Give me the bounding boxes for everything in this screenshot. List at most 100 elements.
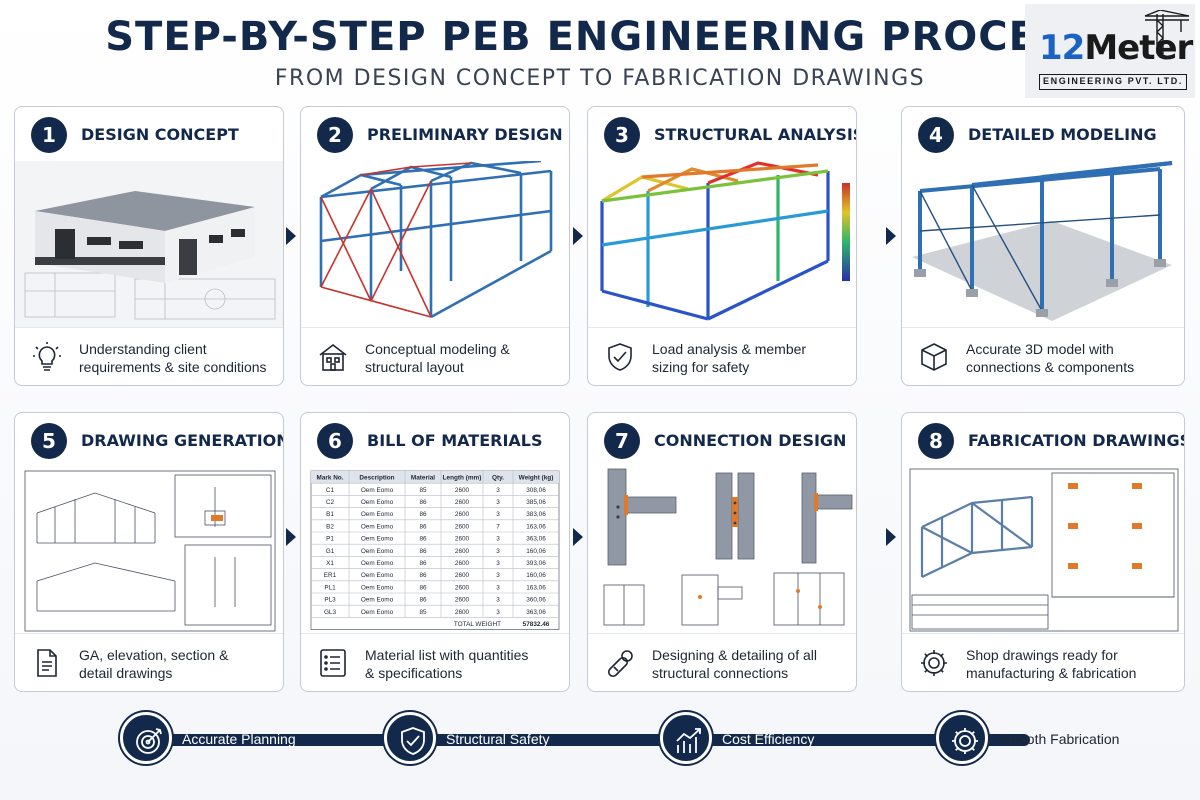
shield-check-icon: [608, 343, 632, 371]
step-description: Material list with quantities& specifica…: [365, 647, 529, 681]
benefits-bar: Accurate Planning Structural Safety Cost…: [120, 700, 1130, 780]
step-title: DESIGN CONCEPT: [81, 125, 239, 144]
document-icon: [37, 649, 57, 677]
fabrication-drawings-illustration: [902, 467, 1184, 633]
bom-cell: 393,06: [526, 560, 546, 567]
flow-arrow: [886, 227, 896, 245]
bom-cell: 160,06: [526, 548, 546, 555]
bom-cell: 2600: [455, 487, 470, 494]
bom-cell: 85: [419, 487, 427, 494]
bom-cell: 86: [419, 536, 427, 543]
step-number-badge: 5: [31, 423, 67, 459]
bom-cell: Oem Eomo: [361, 523, 394, 530]
logo-number: 12: [1039, 28, 1085, 68]
bom-cell: Oem Eomo: [361, 597, 394, 604]
bom-cell: 2600: [455, 548, 470, 555]
logo-wordmark: 12Meter: [1039, 28, 1193, 68]
bom-cell: 3: [496, 572, 500, 579]
bom-cell: 163,06: [526, 584, 546, 591]
flow-arrow: [573, 227, 583, 245]
bom-cell: 86: [419, 511, 427, 518]
step-title: FABRICATION DRAWINGS: [968, 431, 1185, 450]
target-icon: [136, 728, 162, 754]
building-icon: [319, 343, 347, 371]
step-number-badge: 1: [31, 117, 67, 153]
step-number-badge: 4: [918, 117, 954, 153]
step-title: BILL OF MATERIALS: [367, 431, 543, 450]
bom-cell: 363,06: [526, 536, 546, 543]
bom-cell: Oem Eomo: [361, 584, 394, 591]
step-title: CONNECTION DESIGN: [654, 431, 847, 450]
bom-cell: GL3: [324, 609, 337, 616]
bom-cell: 2600: [455, 499, 470, 506]
bom-cell: 3: [496, 536, 500, 543]
chart-up-icon: [676, 728, 701, 753]
bom-cell: 2600: [455, 536, 470, 543]
bom-cell: 360,06: [526, 597, 546, 604]
benefit-label: Structural Safety: [446, 731, 550, 747]
bom-cell: Oem Eomo: [361, 609, 394, 616]
gear-icon: [921, 650, 947, 676]
bom-cell: 86: [419, 560, 427, 567]
gear-icon: [952, 728, 978, 754]
bom-cell: 2600: [455, 584, 470, 591]
shield-check-icon: [401, 727, 425, 755]
bom-cell: X1: [326, 560, 334, 567]
step-title: PRELIMINARY DESIGN: [367, 125, 563, 144]
drawing-sheets-illustration: [15, 467, 283, 633]
bom-cell: 308,06: [526, 487, 546, 494]
benefit-label: Cost Efficiency: [722, 731, 815, 747]
bolt-icon: [607, 650, 633, 678]
bom-cell: 2600: [455, 572, 470, 579]
step-number-badge: 3: [604, 117, 640, 153]
logo-tagline: ENGINEERING PVT. LTD.: [1039, 74, 1187, 90]
bom-cell: PL1: [324, 584, 336, 591]
bom-cell: Oem Eomo: [361, 548, 394, 555]
bom-cell: 385,06: [526, 499, 546, 506]
bom-cell: 2600: [455, 609, 470, 616]
bom-header-cell: Length (mm): [443, 475, 482, 482]
bom-cell: ER1: [324, 572, 337, 579]
benefits-bar-line: [150, 734, 1030, 746]
bom-cell: 383,06: [526, 511, 546, 518]
bom-cell: 2600: [455, 597, 470, 604]
bom-cell: 7: [496, 523, 500, 530]
step-number-badge: 6: [317, 423, 353, 459]
flow-arrow: [286, 227, 296, 245]
bom-total-label: TOTAL WEIGHT: [454, 621, 501, 628]
bom-cell: 2600: [455, 511, 470, 518]
step-number-badge: 8: [918, 423, 954, 459]
bom-header-cell: Material: [411, 475, 435, 482]
page-title: STEP-BY-STEP PEB ENGINEERING PROCESS: [105, 14, 1095, 60]
bom-header-cell: Weight (kg): [519, 475, 554, 482]
flow-arrow: [573, 528, 583, 546]
flow-arrow: [886, 528, 896, 546]
crane-icon: [1144, 10, 1190, 54]
bom-cell: G1: [326, 548, 335, 555]
bom-cell: 163,06: [526, 523, 546, 530]
benefit-label: Smooth Fabrication: [998, 731, 1120, 747]
bom-header-cell: Qty.: [492, 475, 504, 482]
step-number-badge: 2: [317, 117, 353, 153]
bom-cell: C1: [326, 487, 335, 494]
bom-cell: PL3: [324, 597, 336, 604]
detailed-model-illustration: [902, 161, 1184, 327]
list-icon: [320, 649, 346, 677]
bom-cell: 86: [419, 523, 427, 530]
header: STEP-BY-STEP PEB ENGINEERING PROCESS FRO…: [0, 0, 1200, 100]
bom-cell: B2: [326, 523, 334, 530]
bom-cell: 86: [419, 572, 427, 579]
bom-cell: 3: [496, 609, 500, 616]
design-concept-illustration: [15, 161, 283, 327]
bom-cell: Oem Eomo: [361, 572, 394, 579]
step-number-badge: 7: [604, 423, 640, 459]
bom-cell: 3: [496, 597, 500, 604]
bom-cell: 160,06: [526, 572, 546, 579]
